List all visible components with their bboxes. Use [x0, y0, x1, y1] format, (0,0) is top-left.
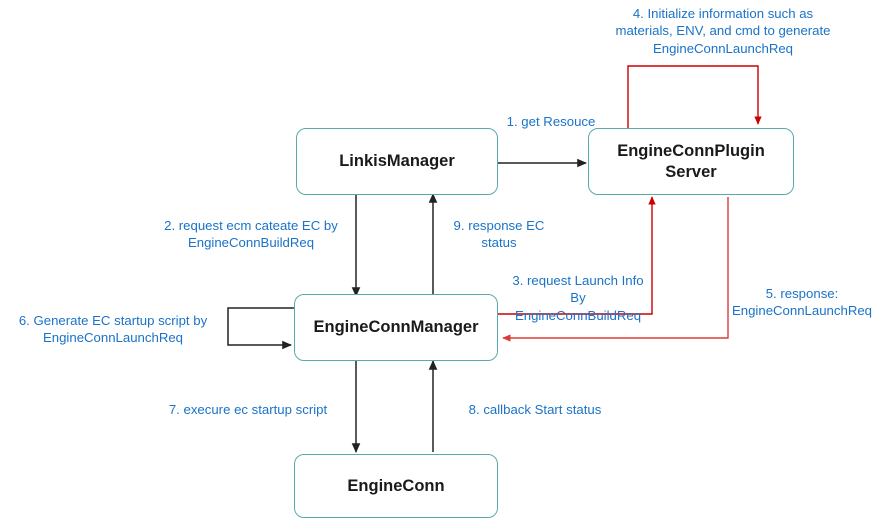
node-engine-conn-plugin-server[interactable]: EngineConnPlugin Server — [588, 128, 794, 195]
edge-step-5 — [502, 197, 729, 342]
edge-label-step-2: 2. request ecm cateate EC by EngineConnB… — [164, 218, 338, 251]
node-engine-conn-label: EngineConn — [347, 476, 445, 495]
node-engine-conn-manager[interactable]: EngineConnManager — [294, 294, 498, 361]
edge-label-step-5: 5. response: EngineConnLaunchReq — [731, 286, 873, 319]
edge-label-step-6: 6. Generate EC startup script by EngineC… — [18, 313, 208, 346]
node-engine-conn-plugin-server-label: EngineConnPlugin Server — [617, 141, 765, 181]
edge-step-6 — [227, 307, 296, 350]
edge-label-step-9: 9. response EC status — [453, 218, 545, 251]
node-linkis-manager-label: LinkisManager — [339, 152, 455, 171]
edge-label-step-1: 1. get Resouce — [506, 114, 596, 129]
node-engine-conn-manager-label: EngineConnManager — [313, 318, 479, 337]
edge-label-step-7: 7. execure ec startup script — [168, 402, 328, 417]
node-engine-conn[interactable]: EngineConn — [294, 454, 498, 518]
edge-label-step-4: 4. Initialize information such as materi… — [615, 6, 831, 56]
edge-label-step-8: 8. callback Start status — [468, 402, 602, 417]
edge-label-step-3: 3. request Launch Info By EngineConnBuil… — [512, 273, 644, 323]
edge-step-3 — [498, 196, 656, 315]
edge-step-4 — [627, 65, 762, 130]
node-linkis-manager[interactable]: LinkisManager — [296, 128, 498, 195]
